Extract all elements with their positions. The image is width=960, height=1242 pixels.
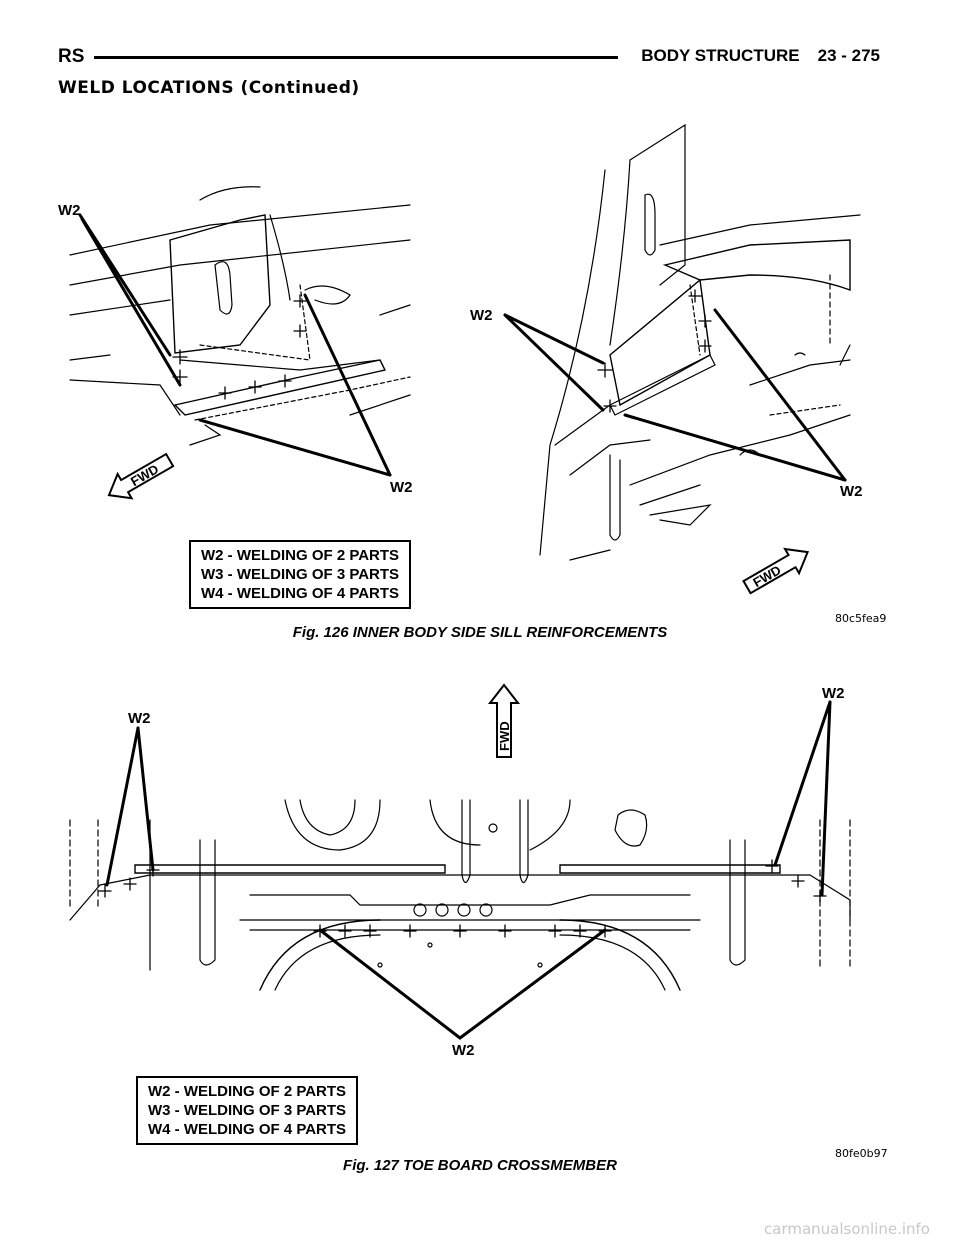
legend-item: W4 - WELDING OF 4 PARTS	[148, 1121, 347, 1138]
weld-label-w2: W2	[128, 710, 151, 727]
legend-item: W2 - WELDING OF 2 PARTS	[148, 1083, 347, 1100]
watermark-footer: carmanualsonline.info	[764, 1220, 930, 1238]
weld-label-w2: W2	[840, 483, 863, 500]
header-model: RS	[58, 46, 85, 67]
figure-127-illustration: FWD	[69, 683, 851, 1040]
fwd-label: FWD	[497, 721, 512, 751]
figure-id: 80fe0b97	[835, 1147, 888, 1160]
figure-126-illustration: FWD	[69, 123, 861, 595]
weld-legend: W2 - WELDING OF 2 PARTS W3 - WELDING OF …	[189, 540, 412, 609]
weld-label-w2: W2	[822, 685, 845, 702]
legend-item: W4 - WELDING OF 4 PARTS	[201, 585, 400, 602]
section-title: WELD LOCATIONS (Continued)	[58, 78, 360, 98]
figure-caption: Fig. 126 INNER BODY SIDE SILL REINFORCEM…	[292, 624, 668, 641]
weld-label-w2: W2	[390, 479, 413, 496]
weld-legend: W2 - WELDING OF 2 PARTS W3 - WELDING OF …	[136, 1076, 359, 1145]
figure-127: FWD W2 W2 W2 W2 - WELDING OF 2 PARTS W3 …	[50, 680, 900, 1160]
legend-item: W3 - WELDING OF 3 PARTS	[148, 1102, 347, 1119]
figure-id: 80c5fea9	[835, 612, 887, 625]
header-right: BODY STRUCTURE 23 - 275	[641, 46, 880, 66]
legend-item: W2 - WELDING OF 2 PARTS	[201, 547, 400, 564]
legend-item: W3 - WELDING OF 3 PARTS	[201, 566, 400, 583]
weld-label-w2: W2	[470, 307, 493, 324]
page-header: RS BODY STRUCTURE 23 - 275	[58, 44, 880, 70]
weld-label-w2: W2	[58, 202, 81, 219]
header-section: BODY STRUCTURE	[641, 46, 800, 65]
header-rule	[94, 56, 618, 59]
weld-label-w2: W2	[452, 1042, 475, 1059]
figure-126: FWD	[50, 115, 900, 625]
figure-caption: Fig. 127 TOE BOARD CROSSMEMBER	[343, 1157, 617, 1174]
header-page-number: 23 - 275	[817, 46, 880, 65]
